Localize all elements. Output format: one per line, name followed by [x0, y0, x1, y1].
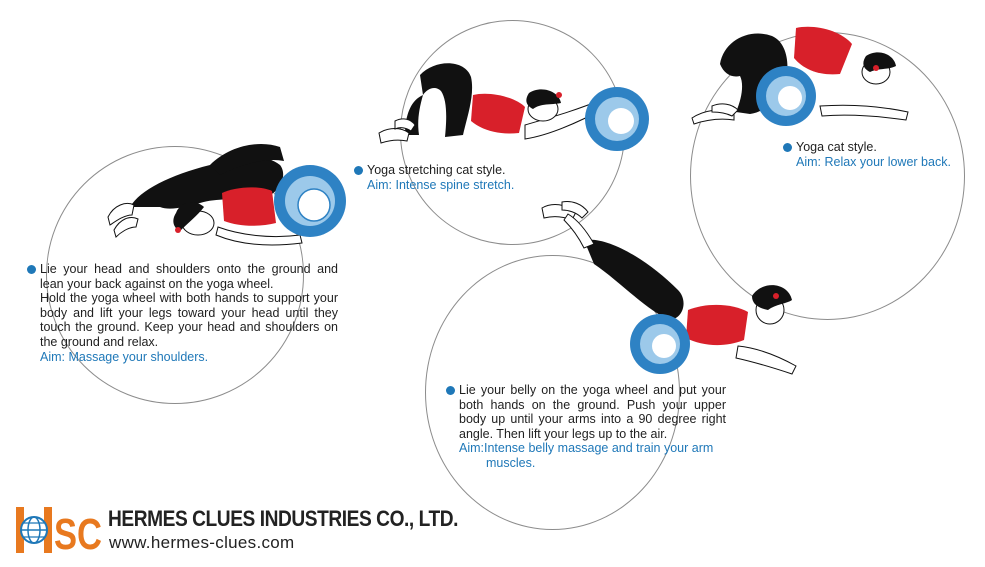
- pose-line: Yoga cat style.: [796, 140, 877, 154]
- bullet-dot-icon: [27, 265, 36, 274]
- pose-line: body and lift your legs toward your head…: [40, 305, 338, 320]
- pose-line: body up until your arms into a 90 degree…: [459, 412, 726, 427]
- pose-line: angle. Then lift your legs up to the air…: [459, 426, 668, 441]
- company-logo: SC: [16, 507, 102, 555]
- figure-shoulder-stand: [107, 144, 346, 246]
- figure-cat: [691, 26, 909, 126]
- figure-belly: [541, 201, 797, 375]
- pose-line: lean your back against on the yoga wheel…: [40, 276, 274, 291]
- globe-icon: [20, 516, 48, 544]
- pose-line: Lie your belly on the yoga wheel and put…: [459, 383, 726, 397]
- circle-belly: [425, 255, 680, 530]
- pose-aim-label: Aim:: [459, 441, 484, 456]
- logo-letters: SC: [54, 510, 102, 555]
- pose-aim: Aim: Relax your lower back.: [796, 154, 951, 169]
- text-belly: Lie your belly on the yoga wheel and put…: [446, 383, 726, 471]
- company-name: HERMES CLUES INDUSTRIES CO., LTD.: [108, 506, 459, 531]
- figure-stretching-cat: [378, 63, 649, 151]
- pose-aim: Aim: Intense spine stretch.: [367, 177, 515, 192]
- bullet-dot-icon: [446, 386, 455, 395]
- pose-line: touch the ground. Keep your head and sho…: [40, 320, 338, 335]
- pose-line: the ground and relax.: [40, 334, 159, 349]
- bullet-dot-icon: [354, 166, 363, 175]
- company-url[interactable]: www.hermes-clues.com: [109, 533, 295, 552]
- pose-aim-text: muscles.: [486, 455, 536, 470]
- pose-aim-text: Intense belly massage and train your arm: [484, 441, 714, 456]
- bullet-dot-icon: [783, 143, 792, 152]
- pose-line: Hold the yoga wheel with both hands to s…: [40, 291, 338, 306]
- text-stretching-cat: Yoga stretching cat style. Aim: Intense …: [354, 163, 567, 192]
- pose-line: Lie your head and shoulders onto the gro…: [40, 262, 338, 276]
- pose-aim: Aim: Massage your shoulders.: [40, 349, 209, 364]
- text-cat: Yoga cat style. Aim: Relax your lower ba…: [783, 140, 966, 169]
- text-shoulder-stand: Lie your head and shoulders onto the gro…: [27, 262, 338, 364]
- pose-line: Yoga stretching cat style.: [367, 163, 506, 177]
- pose-aim-row: Aim: Intense belly massage and train you…: [459, 441, 726, 456]
- pose-line: both hands on the ground. Push your uppe…: [459, 397, 726, 412]
- circle-shoulder-stand: [46, 146, 304, 404]
